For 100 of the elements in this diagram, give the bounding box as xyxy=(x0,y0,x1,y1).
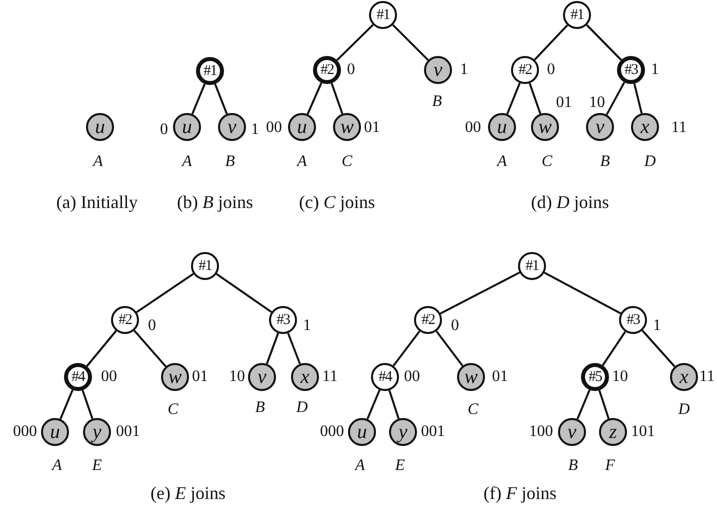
tree-edge xyxy=(633,83,643,114)
tree-edge xyxy=(266,332,280,364)
leaf-node-circle: w xyxy=(161,363,189,391)
leaf-node-circle: y xyxy=(389,418,417,446)
internal-node-circle: #2 xyxy=(511,56,539,84)
peer-name-label: A xyxy=(182,154,192,170)
leaf-node-circle: x xyxy=(291,363,319,391)
peer-name-label: D xyxy=(296,400,308,416)
tree-edge xyxy=(388,390,400,419)
subfigure-caption: (b) B joins xyxy=(177,193,253,211)
peer-name-label: B xyxy=(255,400,265,416)
tree-edge xyxy=(133,330,167,368)
highlighted-internal-node-circle: #1 xyxy=(196,57,224,85)
internal-node-circle: #1 xyxy=(518,252,546,280)
internal-node-circle: #4 xyxy=(371,363,399,391)
prefix-code-label: 00 xyxy=(465,120,481,136)
prefix-code-label: 00 xyxy=(404,369,420,385)
prefix-code-label: 1 xyxy=(251,122,259,138)
tree-edge xyxy=(59,390,74,420)
tree-edge xyxy=(366,390,381,420)
internal-node-circle: #3 xyxy=(619,306,647,334)
prefix-code-label: 11 xyxy=(322,369,338,385)
leaf-node-circle: u xyxy=(86,113,114,141)
peer-name-label: A xyxy=(355,458,365,474)
leaf-node-circle: u xyxy=(288,113,316,141)
leaf-node-circle: v xyxy=(424,56,452,84)
internal-node-circle: #1 xyxy=(191,252,219,280)
subfigure-caption: (a) Initially xyxy=(56,193,138,211)
peer-name-label: A xyxy=(52,458,62,474)
peer-name-label: C xyxy=(542,154,552,170)
peer-name-label: B xyxy=(225,154,235,170)
tree-edge xyxy=(602,331,626,366)
prefix-code-label: 0 xyxy=(547,62,555,78)
tree-edge xyxy=(336,24,374,61)
prefix-code-label: 11 xyxy=(699,369,715,385)
peer-name-label: D xyxy=(644,154,656,170)
tree-edge xyxy=(216,273,272,313)
tree-edge xyxy=(642,330,676,368)
leaf-node-circle: y xyxy=(83,418,111,446)
prefix-code-label: 100 xyxy=(529,424,553,440)
leaf-node-circle: u xyxy=(348,418,376,446)
prefix-code-label: 001 xyxy=(116,424,140,440)
tree-edge xyxy=(586,24,622,61)
leaf-node-circle: x xyxy=(670,363,698,391)
subfigure-caption: (c) C joins xyxy=(299,193,375,211)
internal-node-circle: #1 xyxy=(369,1,397,29)
tree-edge xyxy=(330,82,344,114)
prefix-code-label: 0 xyxy=(451,318,459,334)
peer-name-label: B xyxy=(432,94,442,110)
prefix-code-label: 000 xyxy=(320,424,344,440)
leaf-node-circle: w xyxy=(333,113,361,141)
prefix-code-label: 000 xyxy=(13,424,37,440)
leaf-node-circle: v xyxy=(218,113,246,141)
prefix-code-label: 0 xyxy=(148,318,156,334)
tree-edge xyxy=(86,330,117,367)
tree-edge xyxy=(214,84,228,114)
leaf-node-circle: u xyxy=(488,113,516,141)
peer-name-label: E xyxy=(92,458,102,474)
prefix-code-label: 1 xyxy=(303,318,311,334)
internal-node-circle: #1 xyxy=(563,1,591,29)
prefix-code-label: 01 xyxy=(492,369,508,385)
peer-name-label: F xyxy=(605,458,615,474)
tree-edge xyxy=(436,330,464,366)
peer-name-label: B xyxy=(568,458,578,474)
tree-edge xyxy=(598,390,610,419)
peer-name-label: D xyxy=(678,402,690,418)
tree-edge xyxy=(392,330,420,366)
highlighted-internal-node-circle: #5 xyxy=(581,363,609,391)
subfigure-caption: (f) F joins xyxy=(484,484,556,502)
leaf-node-circle: v xyxy=(586,113,614,141)
leaf-node-circle: u xyxy=(173,113,201,141)
leaf-node-circle: u xyxy=(41,418,69,446)
internal-node-circle: #3 xyxy=(269,306,297,334)
tree-edge xyxy=(606,82,626,116)
leaf-node-circle: z xyxy=(599,418,627,446)
prefix-code-label: 101 xyxy=(631,424,655,440)
peer-name-label: C xyxy=(342,154,352,170)
leaf-node-circle: v xyxy=(248,363,276,391)
internal-node-circle: #2 xyxy=(111,306,139,334)
prefix-code-label: 10 xyxy=(229,369,245,385)
subfigure-caption: (d) D joins xyxy=(531,193,609,211)
prefix-code-label: 0 xyxy=(347,62,355,78)
prefix-code-label: 01 xyxy=(556,95,572,111)
prefix-code-label: 001 xyxy=(421,424,445,440)
tree-edge xyxy=(576,390,591,420)
prefix-code-label: 00 xyxy=(101,369,117,385)
leaf-node-circle: w xyxy=(531,113,559,141)
prefix-code-label: 1 xyxy=(651,62,659,78)
peer-name-label: B xyxy=(600,154,610,170)
tree-edge xyxy=(392,24,429,61)
prefix-code-label: 00 xyxy=(266,120,282,136)
tree-edge xyxy=(306,82,322,115)
highlighted-internal-node-circle: #2 xyxy=(313,56,341,84)
peer-name-label: E xyxy=(395,458,405,474)
peer-name-label: A xyxy=(93,154,103,170)
peer-name-label: A xyxy=(497,154,507,170)
subfigure-caption: (e) E joins xyxy=(150,484,226,502)
prefix-code-label: 10 xyxy=(612,369,628,385)
prefix-code-label: 01 xyxy=(364,120,380,136)
peer-name-label: C xyxy=(468,402,478,418)
